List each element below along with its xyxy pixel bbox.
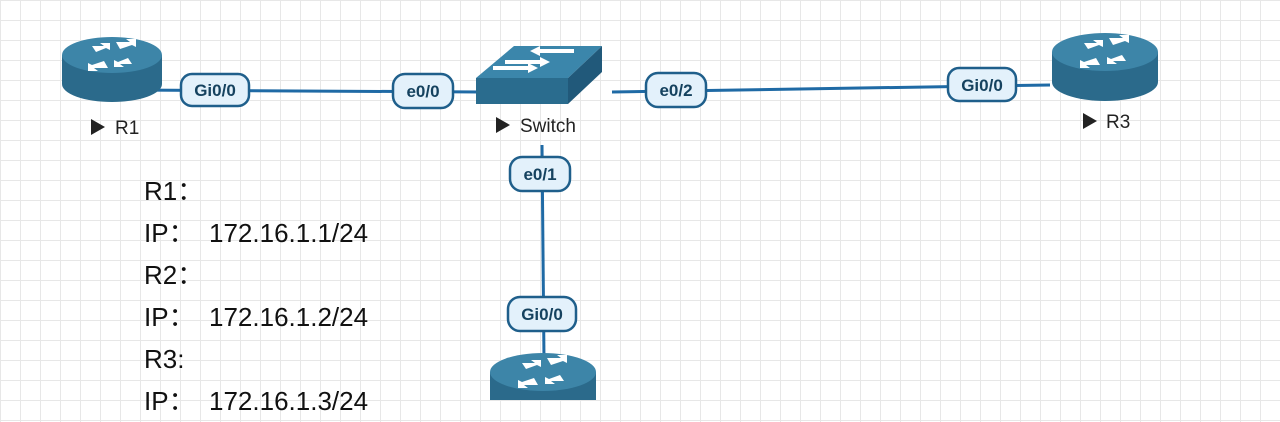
node-label-r1: R1 xyxy=(115,118,139,139)
svg-text:Gi0/0: Gi0/0 xyxy=(194,81,236,100)
svg-text:e0/0: e0/0 xyxy=(406,82,439,101)
port-switch-e02[interactable]: e0/2 xyxy=(644,71,708,109)
node-label-switch: Switch xyxy=(520,116,576,137)
note-line-r1-ip: IP： 172.16.1.1/24 xyxy=(144,218,369,248)
router-icon xyxy=(1052,33,1158,101)
port-r3-gi00[interactable]: Gi0/0 xyxy=(946,66,1018,103)
note-line-r2-ip: IP： 172.16.1.2/24 xyxy=(144,302,369,332)
port-r1-gi00[interactable]: Gi0/0 xyxy=(179,72,251,108)
svg-text:Gi0/0: Gi0/0 xyxy=(521,305,563,324)
port-switch-e00[interactable]: e0/0 xyxy=(391,72,455,110)
port-r2-gi00[interactable]: Gi0/0 xyxy=(506,295,578,333)
switch-icon xyxy=(476,46,602,104)
play-icon xyxy=(1083,113,1097,129)
ip-notes: R1： IP： 172.16.1.1/24 R2： IP： 172.16.1.2… xyxy=(144,170,368,422)
router-r3[interactable]: R3 xyxy=(1052,33,1158,133)
note-line-r1: R1： xyxy=(144,176,204,206)
play-icon xyxy=(496,117,510,133)
switch-device[interactable]: Switch xyxy=(476,46,602,137)
node-label-r3: R3 xyxy=(1106,112,1130,133)
router-r2[interactable] xyxy=(490,353,596,400)
topology-canvas: R1 Switch R3 xyxy=(62,33,1158,400)
svg-text:Gi0/0: Gi0/0 xyxy=(961,76,1003,95)
note-line-r3: R3: xyxy=(144,344,185,374)
note-line-r3-ip: IP： 172.16.1.3/24 xyxy=(144,386,369,416)
svg-text:e0/2: e0/2 xyxy=(659,81,692,100)
router-r1[interactable]: R1 xyxy=(62,37,162,139)
svg-text:e0/1: e0/1 xyxy=(523,165,556,184)
router-icon xyxy=(62,37,162,102)
router-icon xyxy=(490,353,596,400)
note-line-r2: R2： xyxy=(144,260,204,290)
play-icon xyxy=(91,119,105,135)
port-switch-e01[interactable]: e0/1 xyxy=(508,155,572,193)
